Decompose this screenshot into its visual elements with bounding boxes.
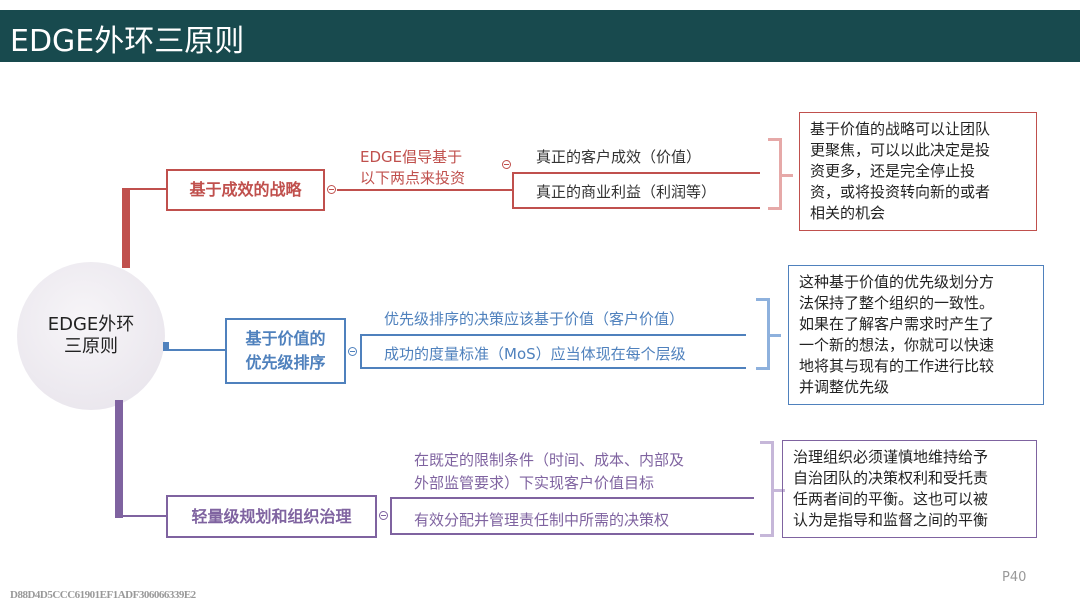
red-items-frame (512, 172, 760, 209)
note-line: 这种基于价值的优先级划分方 (799, 273, 995, 291)
note-line: 如果在了解客户需求时产生了 (799, 315, 995, 333)
note-line: 认为是指导和监督之间的平衡 (793, 511, 989, 529)
note-line: 治理组织必须谨慎地维持给予 (793, 448, 989, 466)
strategy-note: 基于价值的战略可以让团队更聚焦，可以以此决定是投资更多，还是完全停止投资，或将投… (799, 112, 1037, 231)
center-node-line1: EDGE外环 (47, 314, 135, 335)
branch-governance-node[interactable]: 轻量级规划和组织治理 (166, 495, 377, 538)
branch-priority-node[interactable]: 基于价值的优先级排序 (225, 318, 346, 384)
note-line: 资更多，还是完全停止投 (810, 162, 976, 180)
branch-strategy-intro-2: 以下两点来投资 (360, 169, 466, 187)
header-bar (0, 10, 1080, 62)
note-line: 基于价值的战略可以让团队 (810, 120, 991, 138)
red-connector-line (122, 188, 168, 190)
note-line: 一个新的想法，你就可以快速 (799, 336, 995, 354)
governance-note: 治理组织必须谨慎地维持给予自治团队的决策权利和受托责任两者间的平衡。这也可以被认… (782, 440, 1037, 538)
priority-item: 成功的度量标准（MoS）应当体现在每个层级 (384, 345, 686, 363)
priority-note: 这种基于价值的优先级划分方法保持了整个组织的一致性。如果在了解客户需求时产生了一… (788, 265, 1044, 405)
red-connector-bar (122, 188, 130, 268)
purple-bracket (760, 441, 785, 537)
center-node-line2: 三原则 (64, 336, 118, 357)
page-number: P40 (1002, 570, 1027, 585)
note-line: 相关的机会 (810, 204, 886, 222)
strategy-item: 真正的商业利益（利润等） (536, 183, 717, 201)
center-node: EDGE外环三原则 (17, 262, 165, 410)
purple-items-frame (390, 497, 754, 535)
note-line: 地将其与现有的工作进行比较 (799, 357, 995, 375)
blue-bracket (756, 298, 781, 370)
node-line: 优先级排序 (245, 353, 326, 372)
collapse-icon[interactable] (327, 185, 336, 194)
collapse-icon[interactable] (348, 347, 357, 356)
priority-item: 优先级排序的决策应该基于价值（客户价值） (384, 310, 685, 328)
note-line: 自治团队的决策权利和受托责 (793, 469, 989, 487)
page-title: EDGE外环三原则 (10, 24, 245, 59)
note-line: 并调整优先级 (799, 378, 890, 396)
strategy-item: 真正的客户成效（价值） (536, 148, 702, 166)
governance-item-line: 在既定的限制条件（时间、成本、内部及 (414, 451, 685, 469)
red-bracket (768, 138, 793, 210)
note-line: 更聚焦，可以以此决定是投 (810, 141, 991, 159)
note-line: 法保持了整个组织的一致性。 (799, 294, 995, 312)
governance-item-line: 外部监管要求）下实现客户价值目标 (414, 474, 655, 492)
collapse-icon[interactable] (379, 511, 388, 520)
purple-connector-line (115, 515, 167, 517)
node-line: 基于价值的 (245, 329, 326, 348)
governance-item: 有效分配并管理责任制中所需的决策权 (414, 511, 670, 529)
blue-connector-stub (163, 342, 169, 351)
blue-items-frame (360, 334, 746, 369)
watermark-code: D88D4D5CCC61901EF1ADF306066339E2 (10, 589, 196, 601)
red-link-line (337, 189, 513, 191)
collapse-icon[interactable] (502, 160, 511, 169)
branch-strategy-intro-1: EDGE倡导基于 (360, 148, 463, 166)
purple-connector-bar (115, 400, 123, 518)
blue-connector-line (163, 349, 226, 351)
branch-strategy-node[interactable]: 基于成效的战略 (166, 169, 325, 211)
note-line: 任两者间的平衡。这也可以被 (793, 490, 989, 508)
note-line: 资，或将投资转向新的或者 (810, 183, 991, 201)
